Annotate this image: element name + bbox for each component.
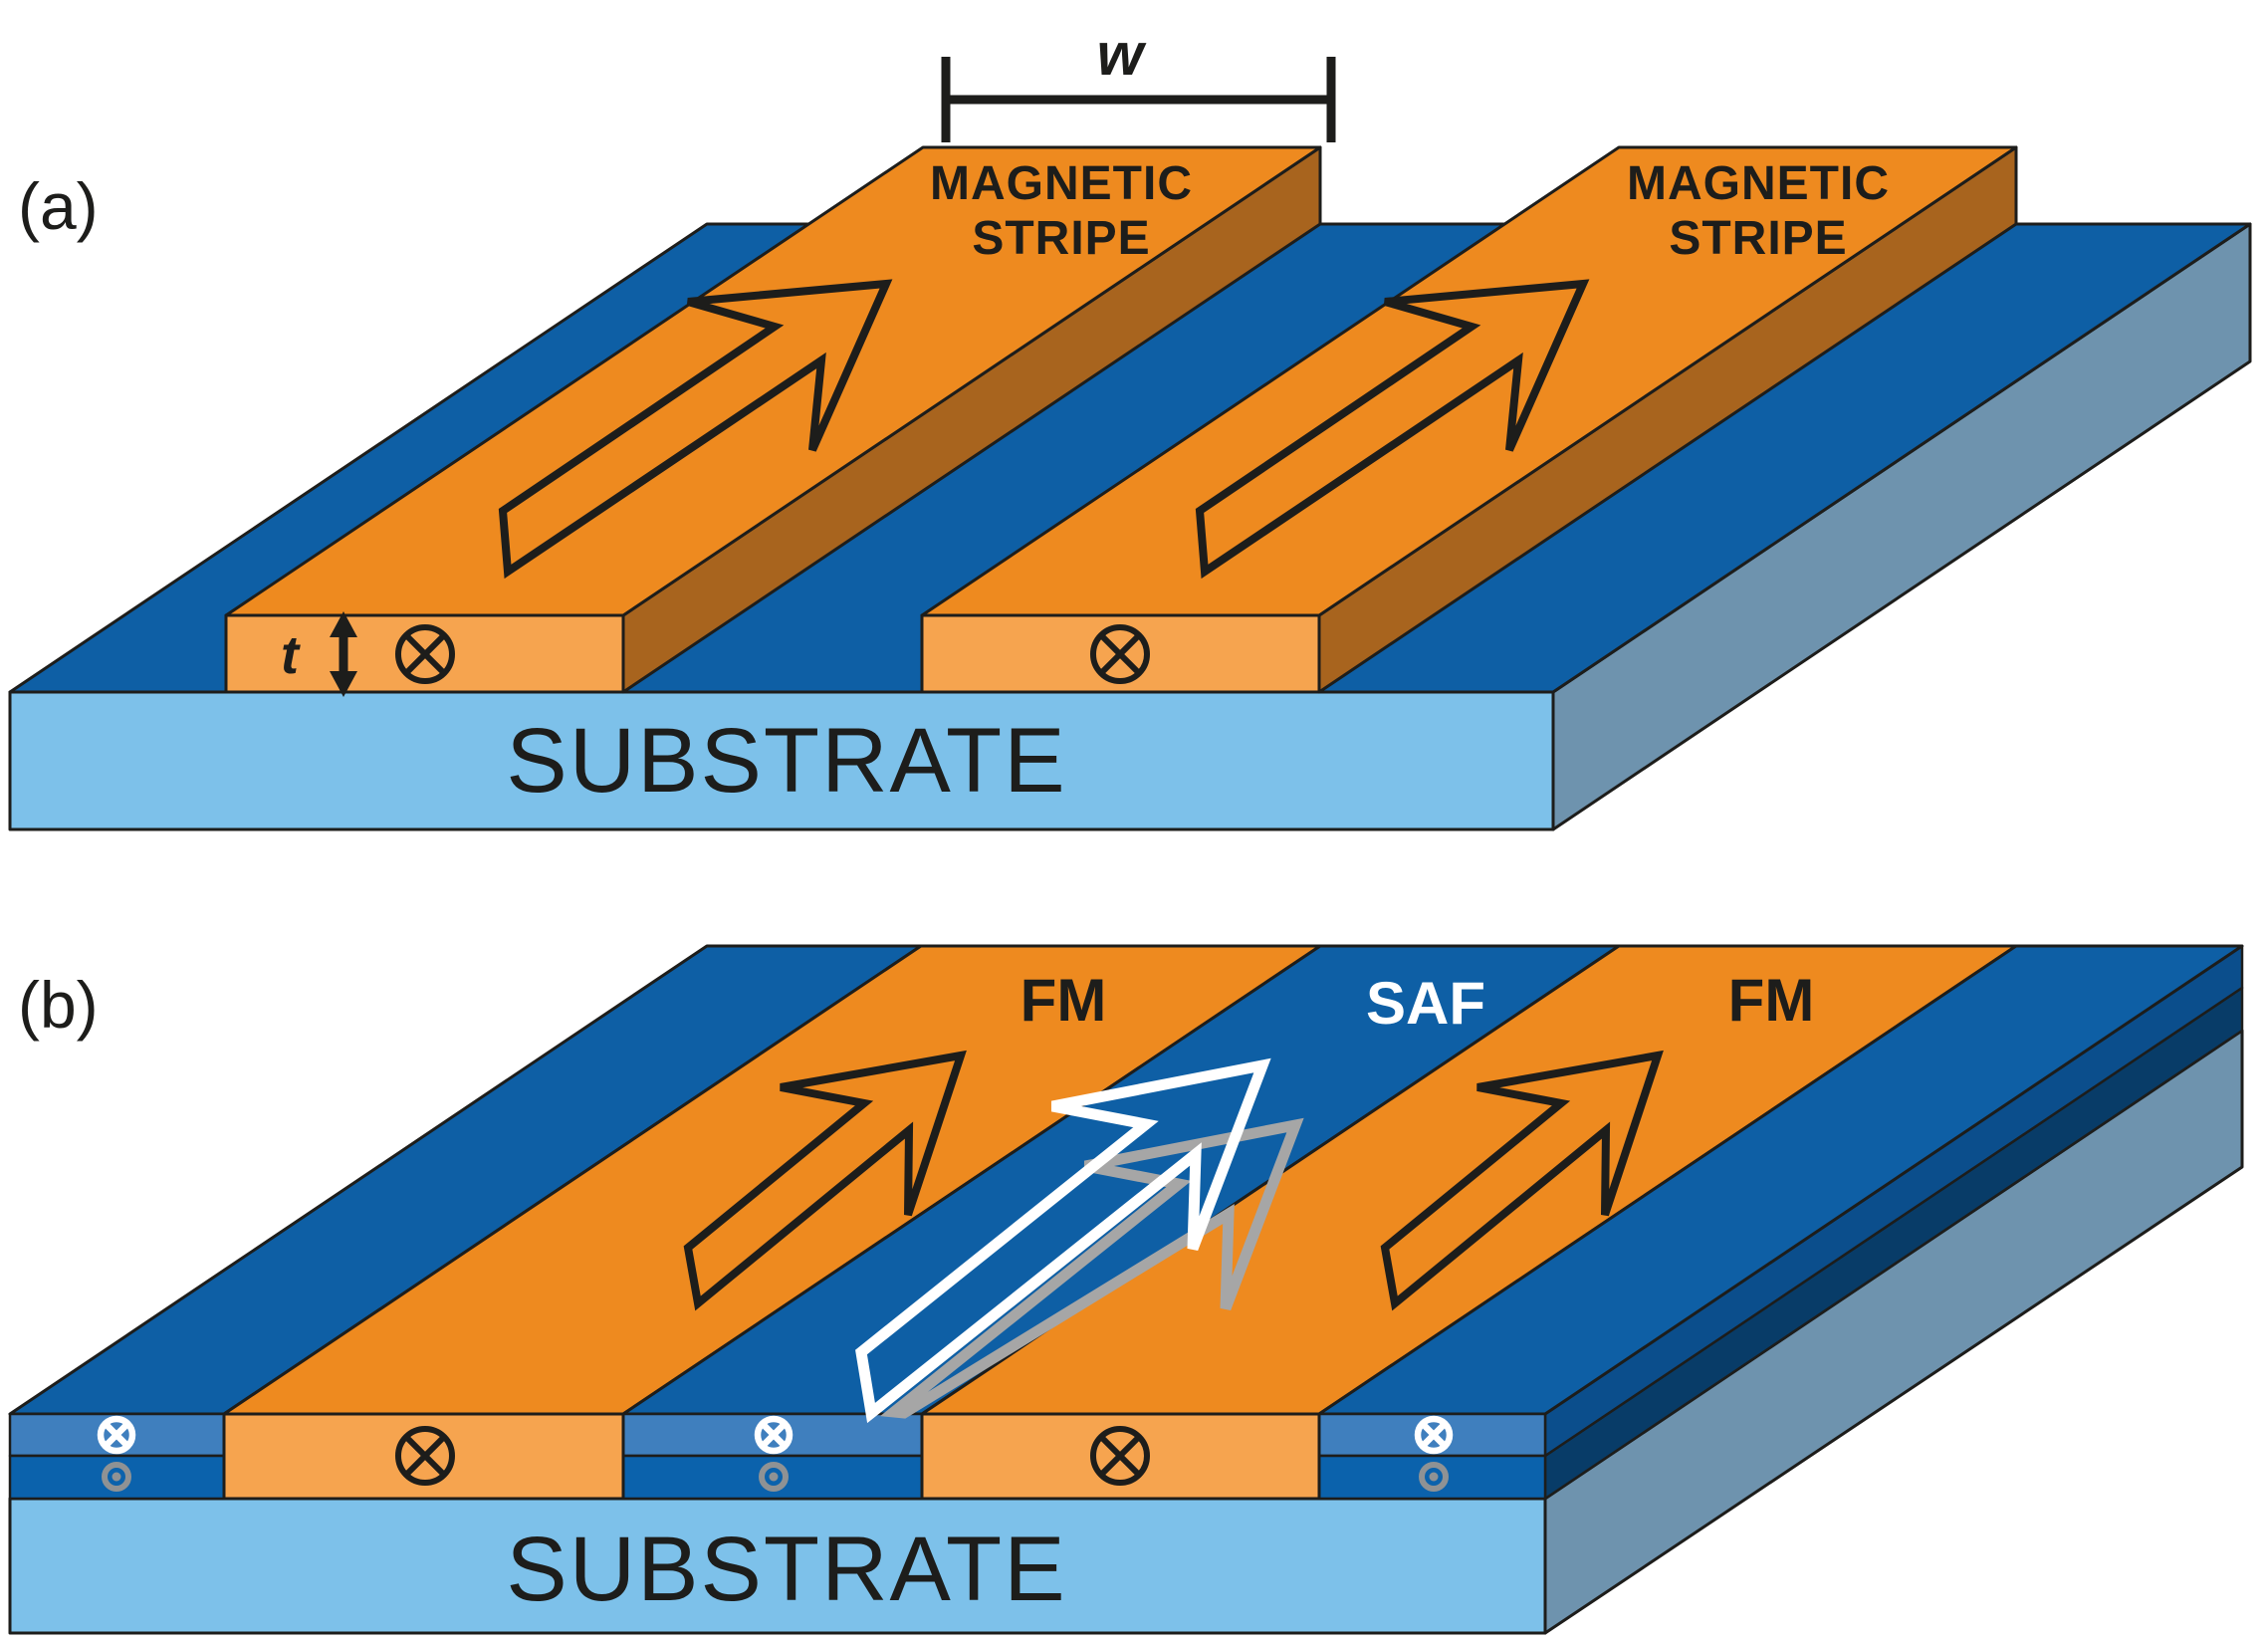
into-page-icon [1090,624,1150,684]
saf-upper-magnetization-arrow [855,1057,1271,1424]
stripe2-label: MAGNETIC STRIPE [1627,157,1890,265]
substrate-label-b: SUBSTRATE [506,1519,1066,1620]
svg-text:MAGNETIC: MAGNETIC [930,157,1193,210]
panel-b-label: (b) [18,968,99,1042]
into-page-icon-white [1414,1415,1454,1455]
svg-text:STRIPE: STRIPE [1669,212,1847,265]
thickness-double-arrow-icon [330,611,357,697]
fm1-label: FM [1021,967,1107,1034]
out-of-page-icon-gray [102,1462,131,1492]
into-page-icon-white [97,1415,136,1455]
fm2-label: FM [1728,967,1815,1034]
panel-a: (a) w MAGNETIC STRIPE MAGNETI [8,21,2252,831]
panel-a-label: (a) [18,169,99,243]
svg-text:MAGNETIC: MAGNETIC [1627,157,1890,210]
out-of-page-icon-gray [759,1462,789,1492]
into-page-icon [395,1426,455,1486]
fm2-magnetization-arrow [1380,1050,1664,1311]
stripe1-label: MAGNETIC STRIPE [930,157,1193,265]
fm1-magnetization-arrow [683,1050,967,1311]
saf-lower-magnetization-arrow [880,1117,1304,1419]
width-bracket [941,57,1336,142]
width-label: w [1097,21,1147,88]
out-of-page-icon-gray [1419,1462,1449,1492]
into-page-icon [1090,1426,1150,1486]
into-page-icon [395,624,455,684]
into-page-icon-white [754,1415,794,1455]
thickness-label: t [281,625,301,685]
svg-text:STRIPE: STRIPE [972,212,1150,265]
magnetization-arrow-stripe1 [498,279,893,580]
saf-label: SAF [1366,970,1485,1037]
panel-b: (b) [8,944,2244,1635]
substrate-label-a: SUBSTRATE [506,710,1066,812]
magnetization-arrow-stripe2 [1195,279,1590,580]
